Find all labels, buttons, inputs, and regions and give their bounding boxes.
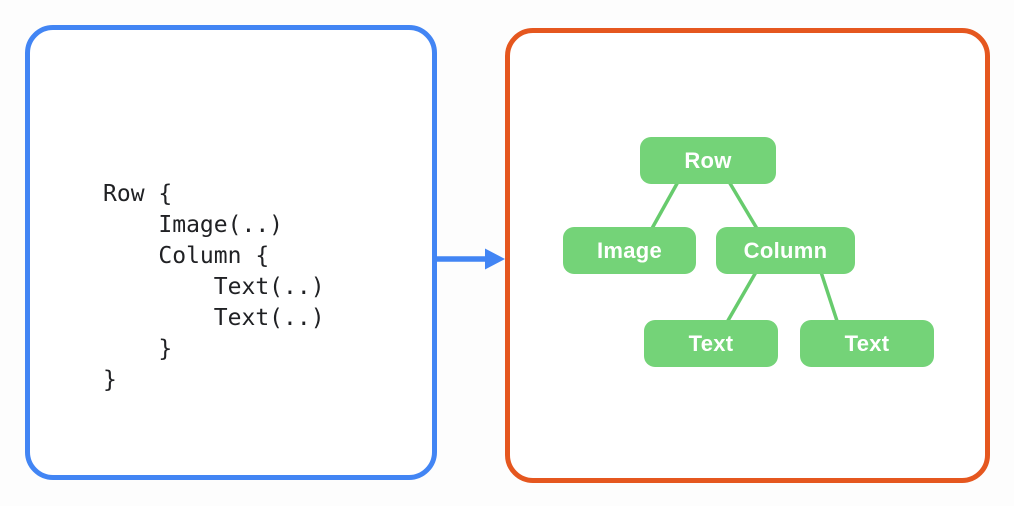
code-line: } bbox=[103, 336, 173, 362]
code-line: Image(..) bbox=[103, 212, 284, 238]
tree-node-label: Row bbox=[684, 147, 732, 173]
code-line: Text(..) bbox=[103, 305, 325, 331]
edge-row-image bbox=[648, 179, 681, 233]
code-block: Row { Image(..) Column { Text(..) Text(.… bbox=[103, 179, 325, 396]
arrow-head bbox=[485, 248, 505, 270]
code-line: Text(..) bbox=[103, 274, 325, 300]
tree-node-label: Column bbox=[743, 237, 828, 263]
tree-node-text-1: Text bbox=[644, 320, 778, 367]
tree-node-image: Image bbox=[563, 227, 696, 274]
code-line: Row { bbox=[103, 181, 173, 207]
code-line: } bbox=[103, 367, 117, 393]
edge-column-text-2 bbox=[819, 271, 840, 325]
edge-row-column bbox=[726, 179, 761, 233]
code-panel bbox=[25, 25, 437, 480]
tree-node-label: Text bbox=[844, 330, 890, 356]
arrow-right-icon bbox=[432, 248, 505, 270]
tree-node-label: Image bbox=[596, 237, 663, 263]
code-line: Column { bbox=[103, 243, 270, 269]
edge-column-text-1 bbox=[724, 271, 758, 325]
tree-node-column: Column bbox=[716, 227, 855, 274]
tree-node-row: Row bbox=[640, 137, 776, 184]
tree-node-text-2: Text bbox=[800, 320, 934, 367]
tree-node-label: Text bbox=[688, 330, 734, 356]
